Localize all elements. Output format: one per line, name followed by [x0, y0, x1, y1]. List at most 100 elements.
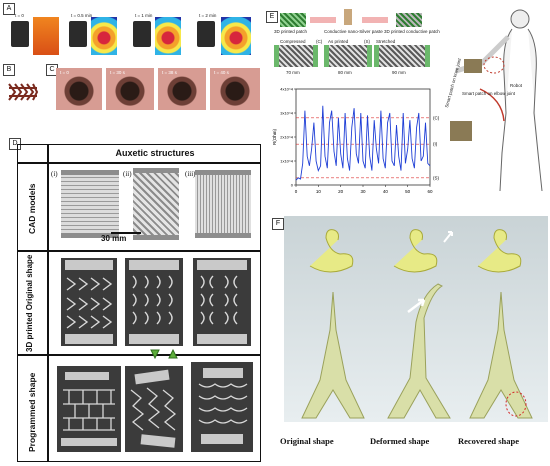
- e-knee-patch: [450, 121, 472, 141]
- chart-y-tick-label: 1x10^4: [280, 159, 294, 164]
- f-swan-recovered: [477, 229, 522, 273]
- chart-x-tick-label: 10: [316, 189, 322, 194]
- panel-b: B: [3, 64, 43, 116]
- panel-a: A t = 0 t = 0.5 min t = 1 min t = 2 min: [3, 3, 261, 61]
- e-arrow-1: [310, 17, 336, 23]
- f-swan-original: [309, 229, 354, 273]
- d-row-label-cad: CAD models: [27, 183, 37, 234]
- f-arrow-tower-icon: [407, 298, 426, 313]
- a-thermal-0: [33, 17, 59, 55]
- c-photo-3: [210, 68, 260, 110]
- e-patch-conductive: [396, 13, 422, 27]
- chart-x-tick-label: 20: [338, 189, 344, 194]
- panel-e: E 3D printed patch Conductive nano-Silve…: [266, 3, 548, 199]
- d-printed-i-lattice: [65, 260, 113, 344]
- a-time-0: t = 0: [15, 13, 24, 18]
- chart-x-tick-label: 0: [295, 189, 298, 194]
- a-thermal-3: [221, 17, 251, 55]
- e-patch-compressed: [274, 45, 318, 67]
- chart-x-tick-label: 40: [383, 189, 389, 194]
- d-programmed-iii-lattice: [198, 368, 248, 444]
- d-printed-i: [61, 258, 117, 346]
- f-caption-deformed: Deformed shape: [370, 436, 430, 446]
- d-printed-ii-lattice: [129, 260, 179, 344]
- f-caption-original: Original shape: [280, 436, 334, 446]
- c-time-3: t = 40 s: [214, 70, 229, 75]
- e-dim-80: 80 mm: [338, 70, 352, 75]
- e-dim-90: 90 mm: [392, 70, 406, 75]
- d-printed-iii-lattice: [197, 260, 247, 344]
- chart-frame: [295, 88, 431, 186]
- chart-y-tick-label: 0: [291, 183, 294, 188]
- e-label-conductive: 3D printed conductive patch: [384, 29, 440, 34]
- e-label-paste: Conductive nano-Silver paste: [324, 29, 383, 34]
- e-callout-robot: Robot: [510, 83, 523, 88]
- c-photo-1: [106, 68, 154, 110]
- chart-x-tick-label: 30: [360, 189, 366, 194]
- e-callout-arrow: [479, 88, 505, 122]
- d-cad-iii: [195, 170, 251, 238]
- c-time-2: t = 38 s: [162, 70, 177, 75]
- f-caption-recovered: Recovered shape: [458, 436, 519, 446]
- e-patch-printed: [280, 13, 306, 27]
- e-patch-asprinted: [324, 45, 372, 67]
- panel-letter-a: A: [3, 3, 15, 15]
- d-header: Auxetic structures: [115, 148, 195, 158]
- chart-right-marker: (I): [433, 142, 438, 147]
- d-programmed-i-lattice: [61, 372, 117, 446]
- chart-y-tick-label: 4x10^4: [280, 87, 294, 92]
- a-sample-photo-0: [11, 21, 29, 47]
- d-sub-i: (i): [51, 170, 58, 178]
- e-state-printed: As printed: [328, 39, 349, 44]
- panel-c: C t = 0 t = 30 s t = 38 s t = 40 s: [46, 64, 264, 116]
- d-sub-ii: (ii): [123, 170, 132, 178]
- f-tower-deformed: [387, 283, 451, 419]
- e-elbow-highlight: [483, 56, 505, 74]
- d-programmed-ii: [125, 366, 183, 452]
- e-elbow-patch: [464, 59, 482, 73]
- e-state-stretched: Stretched: [376, 39, 396, 44]
- e-arrow-2: [362, 17, 388, 23]
- panel-d: D Auxetic structures CAD models 3D print…: [3, 122, 263, 462]
- d-row-label-programmed: Programmed shape: [27, 372, 37, 452]
- panel-letter-b: B: [3, 64, 15, 76]
- c-photo-0: [56, 68, 102, 110]
- d-row-divider-2: [17, 354, 261, 356]
- chart-x-tick-label: 50: [405, 189, 411, 194]
- d-programmed-ii-lattice: [130, 369, 177, 448]
- a-thermal-2: [155, 17, 181, 55]
- panel-f: F Original shape Deformed shape Recovere…: [272, 212, 548, 464]
- chart-right-marker: (C): [433, 115, 440, 120]
- d-scale-bar: [111, 232, 141, 234]
- e-state-compressed: Compressed: [280, 39, 306, 44]
- d-table-frame: [17, 144, 261, 462]
- a-thermal-1: [91, 17, 117, 55]
- d-col-divider: [47, 144, 49, 462]
- c-time-1: t = 30 s: [110, 70, 125, 75]
- e-resistance-chart: 0 10 20 30 40 50 60 0 1x10^4 2x10^4 3x10^4 4x10^4R(…: [272, 87, 440, 195]
- e-patch-stretched: [374, 45, 430, 67]
- a-sample-photo-2: [133, 21, 151, 47]
- e-marker-c: (C): [316, 39, 323, 44]
- chart-y-tick-label: 2x10^4: [280, 135, 294, 140]
- e-label-printed-patch: 3D printed patch: [274, 29, 308, 34]
- chart-right-marker: (S): [433, 175, 440, 180]
- chart-y-tick-label: 3x10^4: [280, 111, 294, 116]
- a-time-3: t = 2 min: [199, 13, 217, 18]
- d-printed-iii: [193, 258, 251, 346]
- d-green-arrows-icon: [150, 348, 178, 360]
- c-time-0: t = 0: [60, 70, 69, 75]
- chart-y-axis-label: R(Ohm): [272, 129, 277, 145]
- f-tower-recovered: [469, 291, 533, 419]
- panel-letter-e: E: [266, 11, 278, 23]
- b-stent-photo: [8, 83, 39, 101]
- d-sub-iii: (iii): [185, 170, 196, 178]
- a-time-1: t = 0.5 min: [71, 13, 93, 18]
- f-arrow-swan-icon: [443, 231, 453, 243]
- chart-x-tick-label: 60: [427, 189, 433, 194]
- e-marker-s: (S): [364, 39, 370, 44]
- e-nozzle: [344, 9, 352, 25]
- a-time-2: t = 1 min: [135, 13, 153, 18]
- d-programmed-i: [57, 366, 121, 452]
- d-printed-ii: [125, 258, 183, 346]
